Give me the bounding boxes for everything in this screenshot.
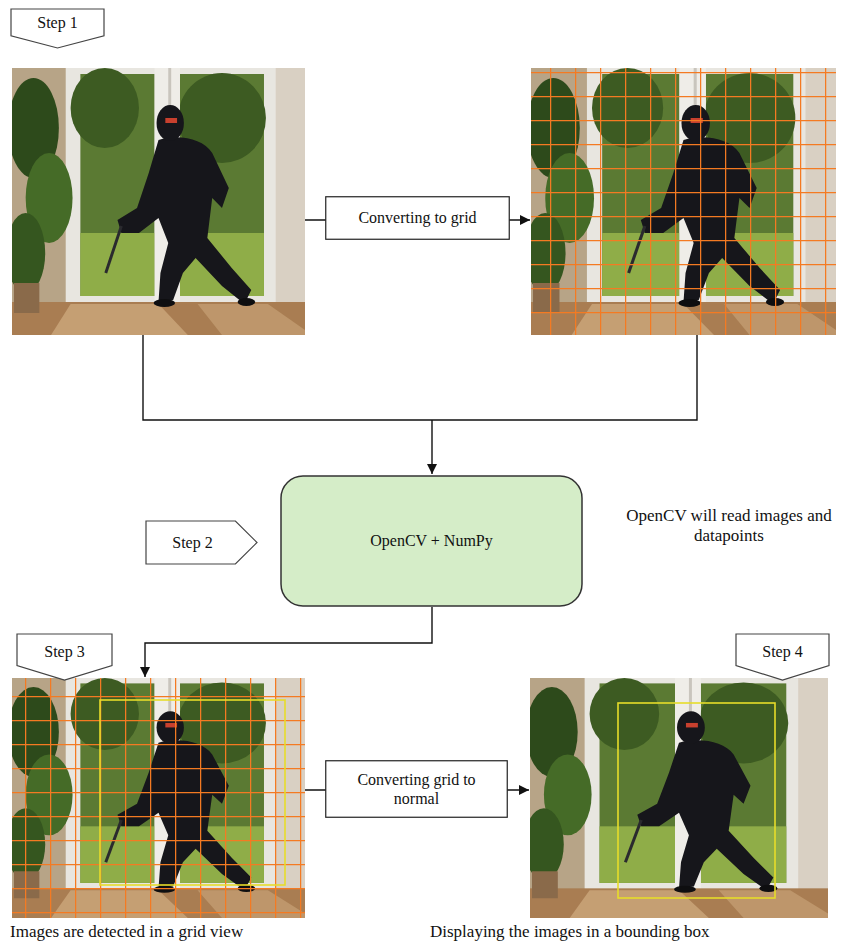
image-caption: Images are detected in a grid view xyxy=(10,922,243,942)
step-tag: Step 4 xyxy=(735,633,830,681)
process-label-box-outline xyxy=(325,760,508,818)
merge-line xyxy=(143,335,697,420)
node-text: Converting grid to normal xyxy=(349,770,484,808)
flow-arrow xyxy=(145,607,432,677)
text-group: OpenCV + NumPy xyxy=(370,531,493,550)
text-group: Step 3 xyxy=(44,642,84,661)
burglar-photo xyxy=(6,678,305,918)
grid-overlay xyxy=(531,68,836,335)
pentagon-outline xyxy=(736,634,829,680)
node-text: OpenCV + NumPy xyxy=(370,531,493,550)
text-group: Step 1 xyxy=(37,13,77,32)
pentagon-outline xyxy=(17,634,112,680)
image-caption: Displaying the images in a bounding box xyxy=(430,922,710,942)
text-group: Step 4 xyxy=(762,642,802,661)
pentagon-outline xyxy=(11,9,104,48)
annotation-text: OpenCV will read images and datapoints xyxy=(604,506,854,547)
text-group: Converting grid to normal xyxy=(349,770,484,808)
box-outline xyxy=(281,476,582,606)
pentagon-outline xyxy=(146,521,257,564)
box-outline xyxy=(326,761,508,818)
process-label-box: Converting grid to normal xyxy=(325,760,508,818)
text-group: Converting to grid xyxy=(358,208,476,227)
grid-overlay xyxy=(12,678,305,918)
process-box: OpenCV + NumPy xyxy=(280,475,583,607)
burglar-photo xyxy=(6,68,305,335)
flow-arrow xyxy=(431,420,432,474)
step-tag: Step 2 xyxy=(145,520,258,565)
node-text: Step 1 xyxy=(37,13,77,32)
bounding-box xyxy=(100,700,285,885)
process-label-box: Converting to grid xyxy=(325,196,510,240)
flow-arrows xyxy=(143,220,697,790)
node-text: Step 3 xyxy=(44,642,84,661)
burglar-photo xyxy=(524,678,828,918)
box-outline xyxy=(326,197,510,240)
bounding-box xyxy=(618,703,775,898)
burglar-photo xyxy=(525,68,836,335)
step-tag: Step 1 xyxy=(10,8,105,49)
step-tag: Step 3 xyxy=(16,633,113,681)
node-text: Step 2 xyxy=(172,533,212,552)
node-text: Step 4 xyxy=(762,642,802,661)
node-text: Converting to grid xyxy=(358,208,476,227)
text-group: Step 2 xyxy=(172,533,212,552)
